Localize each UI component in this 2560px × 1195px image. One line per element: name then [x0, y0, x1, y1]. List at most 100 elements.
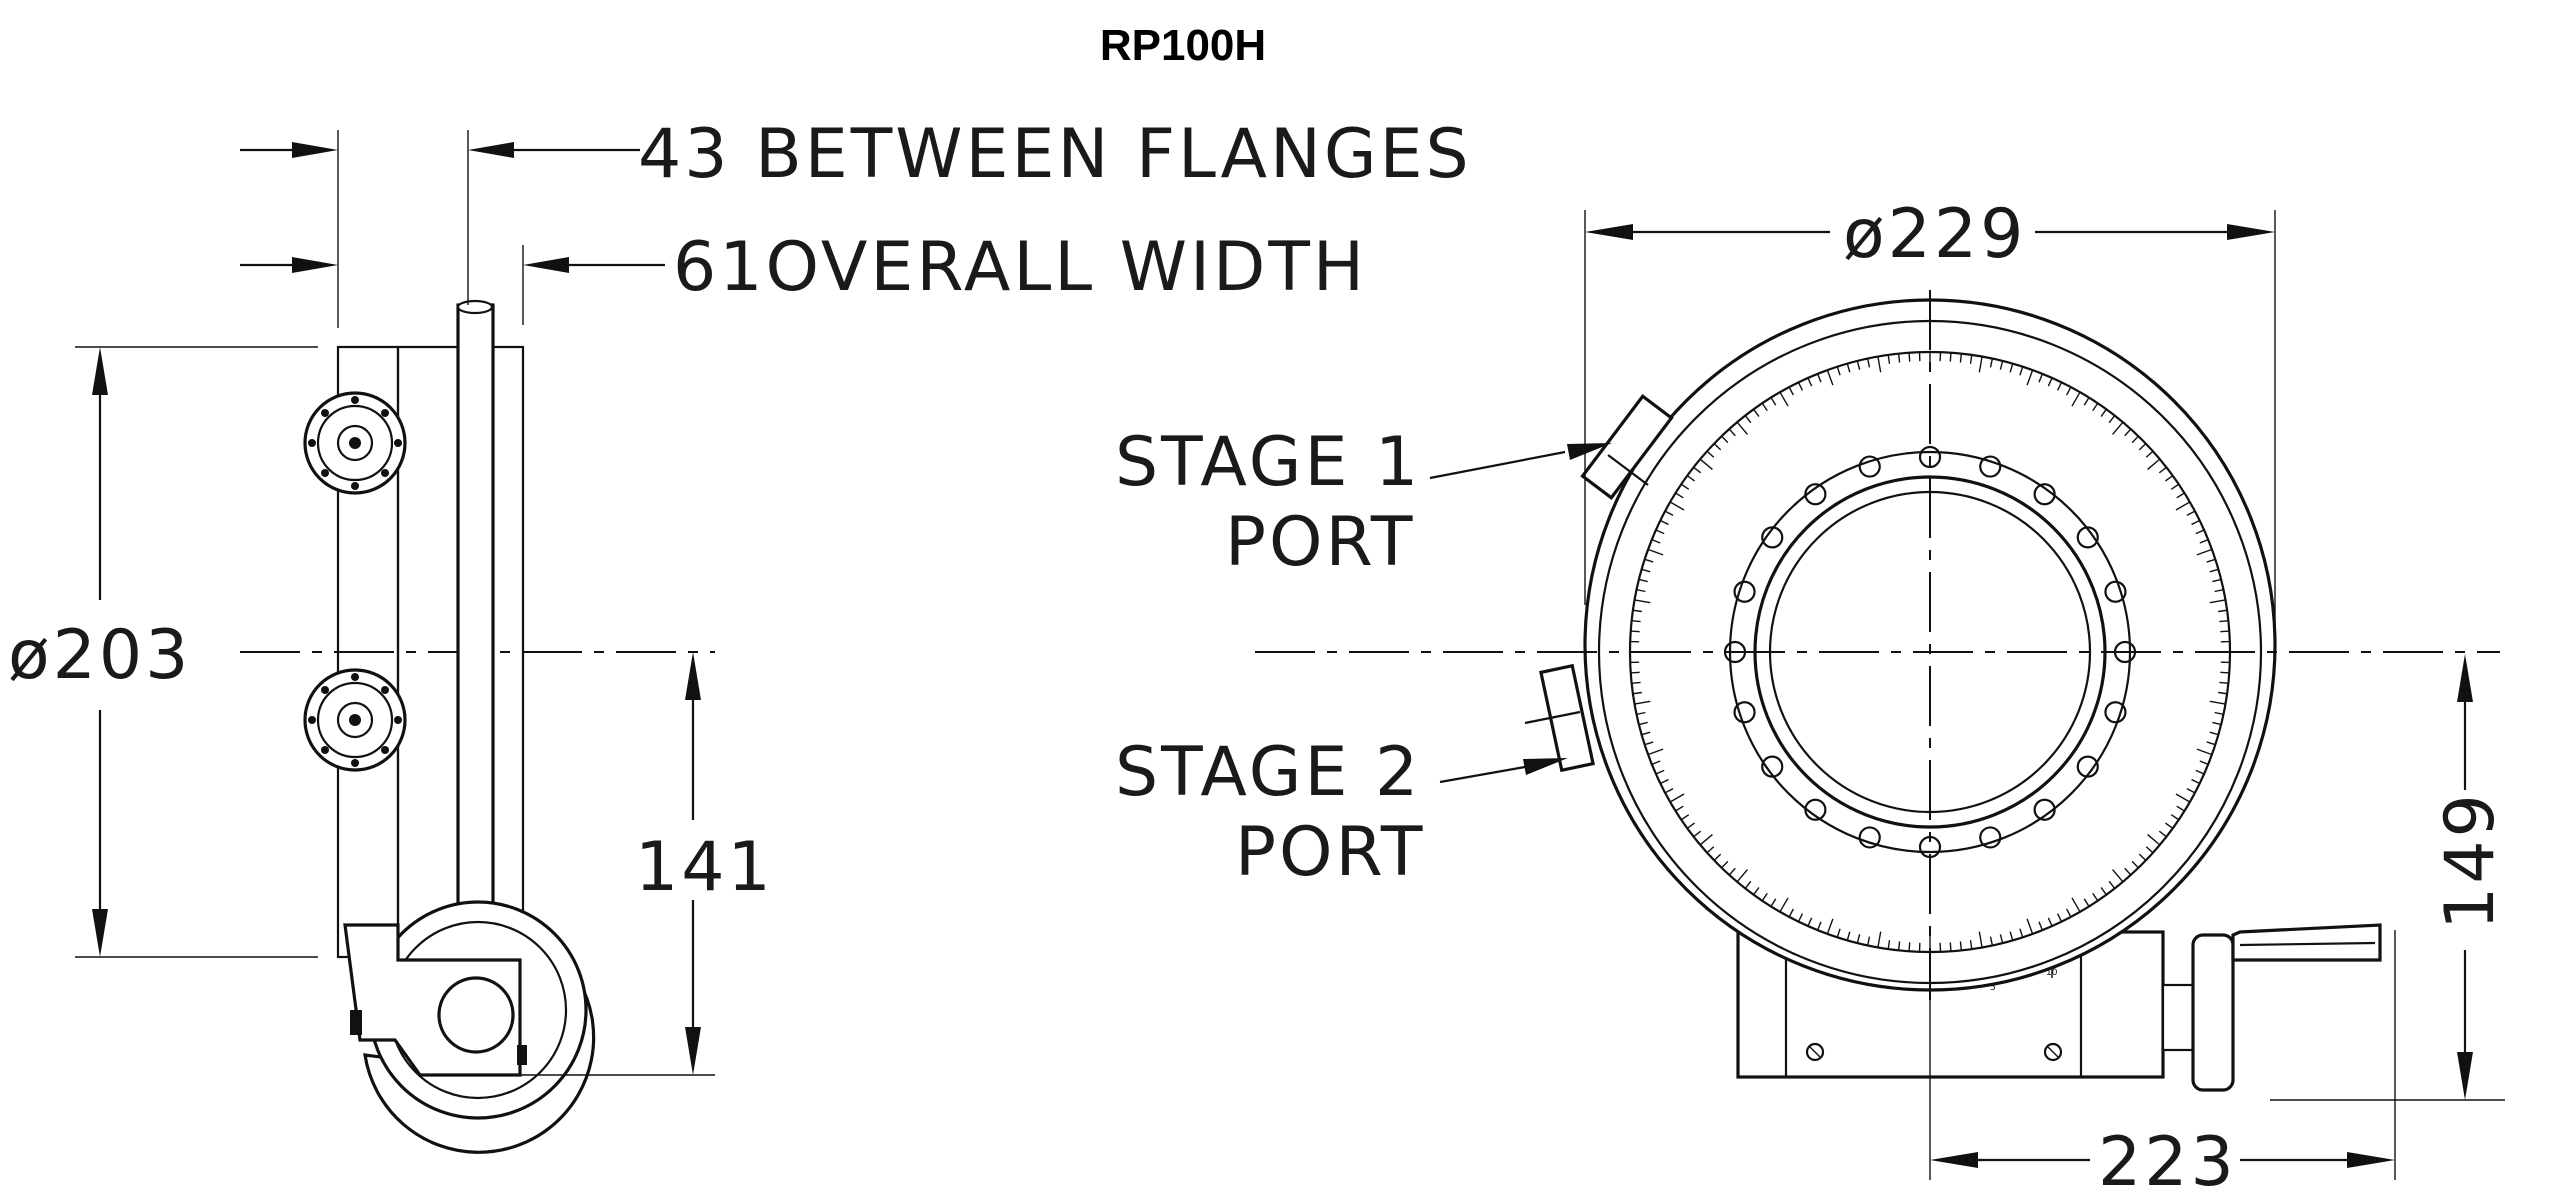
scale-tick	[2219, 681, 2229, 685]
scale-tick	[1978, 931, 1983, 948]
bolt-hole	[1804, 798, 1827, 821]
svg-text:5: 5	[1990, 983, 1996, 993]
scale-tick	[1744, 880, 1752, 889]
scale-tick	[1706, 450, 1715, 458]
bolt-hole	[2033, 483, 2056, 506]
scale-tick	[1989, 936, 1994, 946]
bolt-hole	[1979, 455, 2002, 478]
scale-tick	[2112, 421, 2124, 435]
scale-tick	[1959, 353, 1963, 363]
scale-tick	[2214, 711, 2224, 716]
scale-tick	[1693, 466, 1702, 474]
stage2-label-line1: STAGE 2	[1115, 733, 1421, 812]
scale-tick	[2175, 793, 2191, 803]
scale-tick	[1836, 366, 1841, 376]
scale-tick	[1630, 630, 1640, 633]
scale-tick	[1664, 787, 1674, 794]
scale-tick	[1788, 908, 1795, 918]
scale-tick	[1634, 599, 1651, 604]
scale-tick	[1836, 928, 1841, 938]
drive-wheel-icon	[343, 900, 596, 1154]
scale-tick	[1856, 934, 1861, 944]
side-view: 43 BETWEEN FLANGES 61OVERALL WIDTH ø203	[8, 115, 1469, 1154]
scale-tick	[2196, 548, 2213, 556]
scale-tick	[1636, 588, 1646, 593]
bolt-hole	[2033, 798, 2056, 821]
scale-tick	[1887, 354, 1891, 364]
scale-tick	[2065, 386, 2072, 396]
scale-tick	[1638, 578, 1648, 583]
scale-tick	[1816, 921, 1822, 931]
scale-tick	[2009, 931, 2014, 941]
scale-tick	[2056, 913, 2063, 922]
scale-tick	[2209, 568, 2219, 573]
scale-tick	[2191, 778, 2200, 785]
scale-tick	[2026, 918, 2034, 935]
scale-tick	[1797, 913, 1804, 922]
scale-tick	[1846, 363, 1851, 373]
scale-tick	[1675, 805, 1684, 812]
scale-tick	[2124, 867, 2132, 876]
dim-front-height: 149	[2270, 654, 2510, 1101]
scale-tick	[2145, 846, 2154, 854]
scale-tick	[1856, 360, 1861, 370]
scale-tick	[1686, 475, 1695, 482]
scale-tick	[1770, 898, 1777, 907]
stage1-label-line1: STAGE 1	[1115, 423, 1421, 502]
scale-tick	[1655, 529, 1665, 535]
scale-tick	[2100, 408, 2107, 417]
scale-tick	[1728, 867, 1736, 876]
scale-tick	[1664, 510, 1674, 517]
scale-tick	[1647, 748, 1664, 756]
scale-tick	[1680, 483, 1690, 490]
scale-tick	[2176, 805, 2185, 812]
scale-tick	[1753, 408, 1760, 417]
bolt-hole	[1761, 755, 1784, 778]
scale-tick	[1826, 918, 1834, 935]
scale-tick	[2170, 483, 2180, 490]
scale-tick	[1680, 814, 1690, 821]
scale-tick	[1736, 869, 1748, 883]
scale-tick	[1647, 548, 1664, 556]
scale-tick	[2026, 369, 2034, 386]
scale-tick	[2108, 415, 2116, 424]
scale-tick	[1699, 834, 1713, 846]
scale-tick	[1779, 391, 1789, 407]
scale-tick	[2131, 435, 2139, 444]
scale-tick	[2209, 700, 2226, 705]
bolt-hole	[1761, 526, 1784, 549]
scale-tick	[2100, 887, 2107, 896]
front-diameter-label: ø229	[1843, 195, 2026, 274]
stage1-label-line2: PORT	[1225, 503, 1415, 582]
scale-tick	[2209, 599, 2226, 604]
bolt-hole	[1804, 483, 1827, 506]
scale-tick	[1969, 354, 1973, 364]
bolt-hole	[1733, 701, 1756, 724]
scale-tick	[2138, 853, 2147, 861]
scale-tick	[1631, 619, 1641, 623]
scale-tick	[2186, 787, 2196, 794]
bolt-hole	[1918, 445, 1942, 469]
scale-tick	[1807, 377, 1813, 387]
scale-tick	[1999, 360, 2004, 370]
scale-tick	[2165, 822, 2174, 829]
scale-tick	[1744, 415, 1752, 424]
scale-tick	[1761, 402, 1768, 412]
dim-side-height: 141	[520, 652, 771, 1076]
scale-tick	[1877, 356, 1882, 373]
scale-tick	[2038, 373, 2044, 383]
scale-tick	[2199, 760, 2209, 766]
drawing-title: RP100H	[1100, 21, 1266, 70]
tube	[456, 303, 495, 959]
scale-tick	[1721, 435, 1729, 444]
scale-tick	[2206, 558, 2216, 563]
scale-tick	[1631, 681, 1641, 685]
dim-between-flanges: 43 BETWEEN FLANGES	[240, 115, 1469, 328]
scale-tick	[2165, 475, 2174, 482]
scale-tick	[1989, 358, 1994, 368]
dim-front-width: 223	[1929, 930, 2396, 1195]
scale-tick	[2145, 450, 2154, 458]
scale-tick	[1641, 731, 1651, 736]
scale-tick	[1866, 936, 1871, 946]
scale-tick	[1807, 917, 1813, 927]
